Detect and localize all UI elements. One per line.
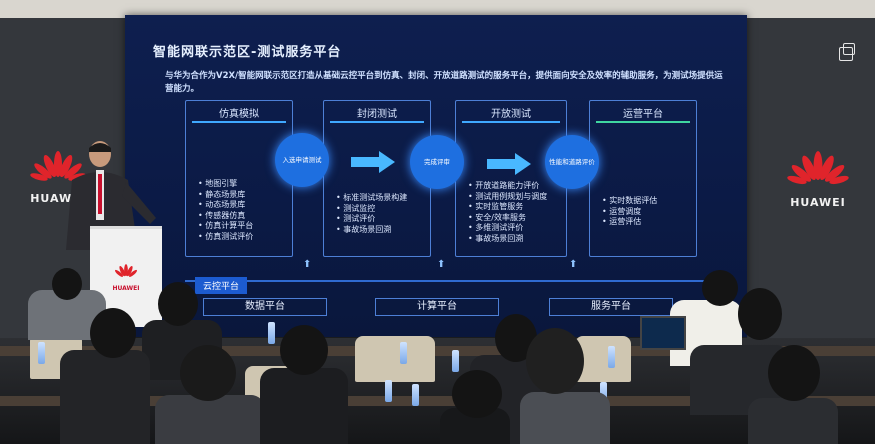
copy-icon[interactable] (839, 43, 855, 61)
column-head: 仿真模拟 (219, 109, 259, 120)
list-item: 测试监控 (336, 204, 407, 215)
audience-head (90, 308, 136, 358)
step-circle-evaluate: 性能和道路评价 (545, 135, 599, 189)
right-arrow-icon (487, 153, 531, 175)
list-item: 实时数据评估 (602, 196, 657, 207)
audience-head (526, 328, 584, 394)
column-operation: 运营平台 实时数据评估 运营调度 运营评估 (589, 100, 697, 257)
column-items: 开放道路能力评价 测试用例规划与调度 实时监管服务 安全/效率服务 多维测试评价… (468, 181, 547, 244)
audience-head (158, 282, 198, 326)
water-bottle (400, 342, 407, 364)
audience-head (452, 370, 502, 418)
audience-head (738, 288, 782, 340)
list-item: 地图引擎 (198, 179, 253, 190)
audience-member (60, 350, 150, 444)
water-bottle (412, 384, 419, 406)
list-item: 测试用例规划与调度 (468, 192, 547, 203)
table-row (0, 346, 875, 356)
list-item: 开放道路能力评价 (468, 181, 547, 192)
compute-platform-box: 计算平台 (375, 298, 499, 316)
platform-band (185, 280, 710, 282)
column-divider (330, 121, 424, 123)
list-item: 传感器仿真 (198, 211, 253, 222)
list-item: 仿真计算平台 (198, 221, 253, 232)
column-items: 地图引擎 静态场景库 动态场景库 传感器仿真 仿真计算平台 仿真测试评价 (198, 179, 253, 242)
list-item: 事故场景回溯 (336, 225, 407, 236)
audience-member (748, 398, 838, 444)
up-arrow-icon: ⬆ (303, 259, 312, 270)
list-item: 运营评估 (602, 217, 657, 228)
audience-head (768, 345, 820, 401)
column-divider (462, 121, 560, 123)
list-item: 动态场景库 (198, 200, 253, 211)
audience-member (155, 395, 265, 444)
laptop-screen (640, 316, 686, 350)
column-divider (192, 121, 286, 123)
column-head: 封闭测试 (357, 109, 397, 120)
list-item: 多维测试评价 (468, 223, 547, 234)
chair (575, 336, 631, 382)
huawei-logo-right: HUAWEI (782, 150, 854, 209)
column-divider (596, 121, 690, 123)
huawei-petal-icon (787, 151, 849, 185)
podium-brand-text: HUAWEI (112, 285, 140, 292)
up-arrow-icon: ⬆ (437, 259, 446, 270)
list-item: 静态场景库 (198, 190, 253, 201)
slide-subtitle: 与华为合作为V2X/智能网联示范区打造从基础云控平台到仿真、封闭、开放道路测试的… (165, 71, 723, 94)
list-item: 标准测试场景构建 (336, 193, 407, 204)
audience-head (280, 325, 328, 375)
water-bottle (452, 350, 459, 372)
huawei-petal-icon (30, 151, 86, 181)
column-items: 标准测试场景构建 测试监控 测试评价 事故场景回溯 (336, 193, 407, 235)
audience-head (702, 270, 738, 306)
list-item: 事故场景回溯 (468, 234, 547, 245)
audience-head (180, 345, 236, 401)
projection-screen: 智能网联示范区-测试服务平台 与华为合作为V2X/智能网联示范区打造从基础云控平… (125, 15, 747, 337)
list-item: 实时监管服务 (468, 202, 547, 213)
water-bottle (38, 342, 45, 364)
column-head: 开放测试 (491, 109, 531, 120)
list-item: 仿真测试评价 (198, 232, 253, 243)
table-row (0, 396, 875, 406)
water-bottle (268, 322, 275, 344)
list-item: 测试评价 (336, 214, 407, 225)
step-circle-review: 完成评审 (410, 135, 464, 189)
cloud-platform-label: 云控平台 (195, 277, 248, 294)
list-item: 运营调度 (602, 207, 657, 218)
audience-member (520, 392, 610, 444)
step-circle-apply: 入选申请测试 (275, 133, 329, 187)
water-bottle (600, 382, 607, 404)
huawei-petal-icon (114, 264, 138, 277)
up-arrow-icon: ⬆ (569, 259, 578, 270)
right-arrow-icon (351, 151, 395, 173)
audience-member (260, 368, 348, 444)
list-item: 安全/效率服务 (468, 213, 547, 224)
audience-head (52, 268, 82, 300)
column-items: 实时数据评估 运营调度 运营评估 (602, 196, 657, 228)
service-platform-box: 服务平台 (549, 298, 673, 316)
ceiling (0, 0, 875, 18)
column-head: 运营平台 (623, 109, 663, 120)
chair (355, 336, 435, 382)
data-platform-box: 数据平台 (203, 298, 327, 316)
water-bottle (608, 346, 615, 368)
column-simulation: 仿真模拟 地图引擎 静态场景库 动态场景库 传感器仿真 仿真计算平台 仿真测试评… (185, 100, 293, 257)
slide-title: 智能网联示范区-测试服务平台 (153, 45, 342, 60)
logo-brand-text: HUAWEI (790, 196, 846, 209)
water-bottle (385, 380, 392, 402)
